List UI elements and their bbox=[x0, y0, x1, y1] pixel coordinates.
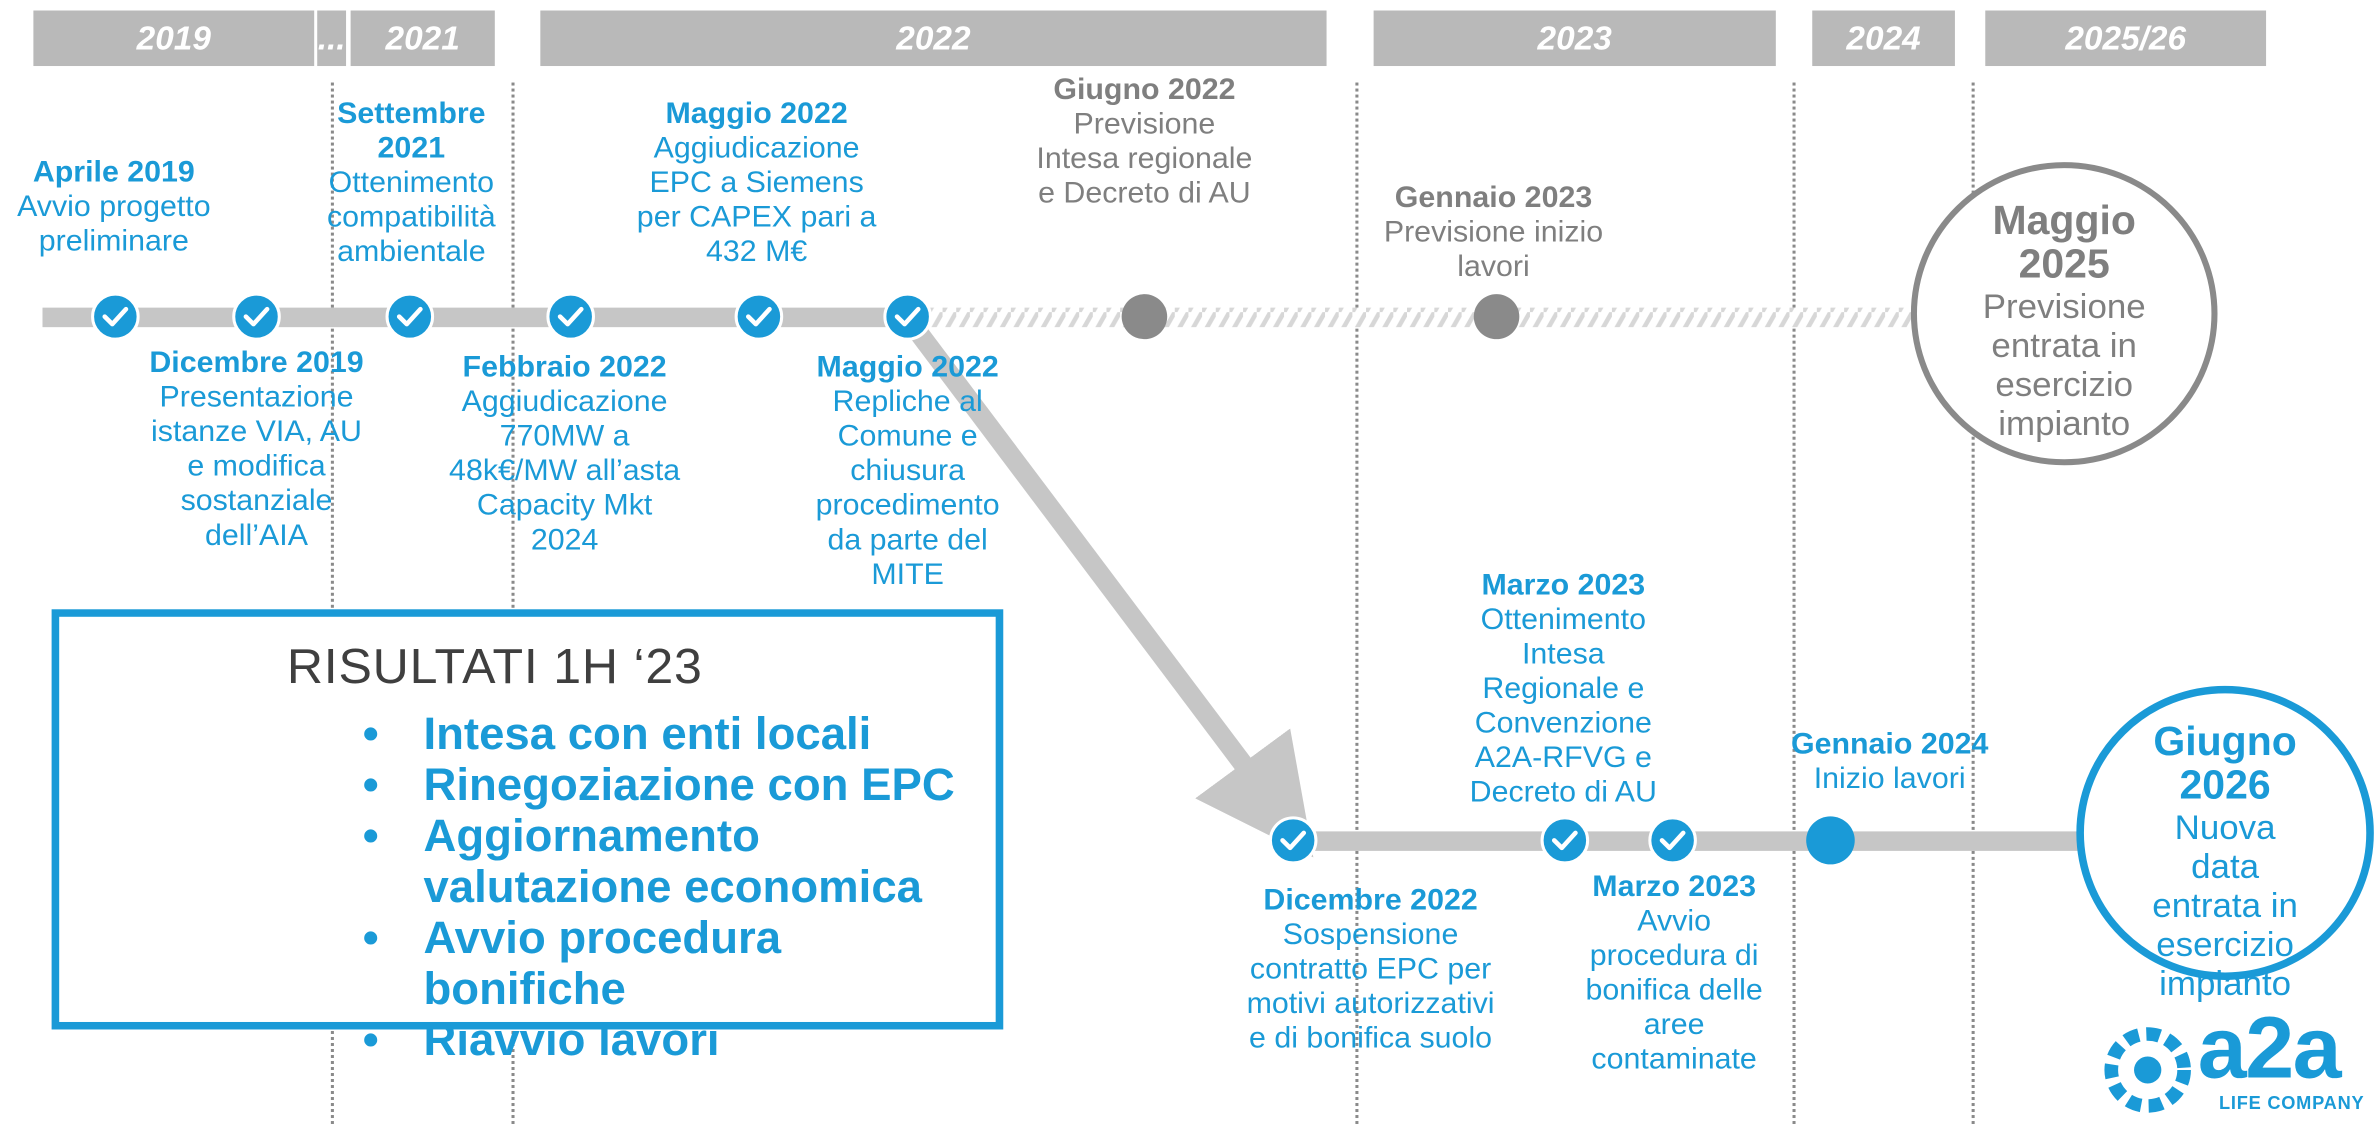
event-date: Marzo 2023 bbox=[1481, 568, 1646, 602]
year-separator bbox=[1792, 82, 1796, 1124]
event-date: Febbraio 2022 bbox=[462, 351, 667, 385]
event-description: Previsione inizio lavori bbox=[1383, 216, 1604, 284]
milestone-giugno-2026: Giugno 2026 Nuova data entrata in eserci… bbox=[2076, 685, 2374, 1002]
event-date: Gennaio 2023 bbox=[1394, 181, 1593, 215]
results-item: • Intesa con enti locali bbox=[363, 710, 996, 761]
results-item: • Avvio procedura bonifiche bbox=[363, 914, 996, 1016]
event-description: Ottenimento Intesa Regionale e Convenzio… bbox=[1469, 603, 1657, 809]
logo-wordmark: a2a bbox=[2197, 999, 2342, 1098]
event-aprile-2019: Aprile 2019 Avvio progetto preliminare bbox=[0, 156, 228, 260]
event-description: Aggiudicazione 770MW a 48k€/MW all’asta … bbox=[449, 385, 681, 557]
check-icon bbox=[546, 292, 595, 341]
event-maggio-2022-epc: Maggio 2022 Aggiudicazione EPC a Siemens… bbox=[631, 98, 881, 271]
event-date: Gennaio 2024 bbox=[1790, 727, 1989, 761]
results-item: • Riavvio lavori bbox=[363, 1016, 996, 1067]
check-icon bbox=[1648, 816, 1697, 865]
event-description: Inizio lavori bbox=[1813, 762, 1966, 796]
year-2019: 2019 bbox=[33, 10, 315, 67]
bullet-icon: • bbox=[362, 1015, 379, 1066]
year-ellipsis: ... bbox=[317, 10, 347, 67]
bullet-icon: • bbox=[362, 913, 379, 964]
event-giugno-2022: Giugno 2022 Previsione Intesa regionale … bbox=[1031, 74, 1259, 212]
year-separator bbox=[1971, 82, 1975, 1124]
check-icon bbox=[734, 292, 784, 341]
check-icon bbox=[883, 292, 932, 341]
event-date: Aprile 2019 bbox=[32, 156, 195, 190]
event-date: Settembre 2021 bbox=[337, 97, 486, 166]
event-description: Aggiudicazione EPC a Siemens per CAPEX p… bbox=[636, 132, 877, 269]
milestone-maggio-2025: Maggio 2025 Previsione entrata in eserci… bbox=[1910, 162, 2218, 466]
a2a-logo: a2a LIFE COMPANY bbox=[2104, 1002, 2370, 1116]
event-description: Presentazione istanze VIA, AU e modifica… bbox=[151, 381, 362, 553]
event-description: Avvio progetto preliminare bbox=[17, 190, 211, 259]
event-date: Dicembre 2022 bbox=[1263, 883, 1478, 917]
results-item: • Aggiornamento valutazione economica bbox=[363, 812, 970, 914]
results-item-text: Riavvio lavori bbox=[423, 1015, 720, 1066]
logo-tagline: LIFE COMPANY bbox=[2219, 1092, 2365, 1114]
results-item-text: Avvio procedura bonifiche bbox=[423, 913, 782, 1015]
milestone-date: Maggio 2025 bbox=[1992, 198, 2136, 287]
year-2023: 2023 bbox=[1373, 10, 1776, 67]
event-dicembre-2019: Dicembre 2019 Presentazione istanze VIA,… bbox=[149, 347, 365, 554]
event-description: Ottenimento compatibilità ambientale bbox=[326, 166, 496, 269]
event-date: Dicembre 2019 bbox=[149, 346, 364, 380]
year-separator bbox=[1355, 82, 1359, 1124]
bullet-icon: • bbox=[362, 760, 379, 811]
planned-milestone-dot bbox=[1121, 294, 1168, 340]
event-maggio-2022-mite: Maggio 2022 Repliche al Comune e chiusur… bbox=[800, 351, 1016, 593]
a2a-emblem-icon bbox=[2104, 1027, 2191, 1113]
results-item: • Rinegoziazione con EPC bbox=[363, 761, 996, 812]
event-date: Maggio 2022 bbox=[665, 97, 848, 131]
event-settembre-2021: Settembre 2021 Ottenimento compatibilità… bbox=[313, 98, 510, 271]
check-icon bbox=[1268, 816, 1318, 865]
results-box: RISULTATI 1H ‘23 • Intesa con enti locali… bbox=[51, 609, 1004, 1065]
year-2021: 2021 bbox=[350, 10, 495, 67]
check-icon bbox=[385, 292, 435, 341]
event-febbraio-2022: Febbraio 2022 Aggiudicazione 770MW a 48k… bbox=[445, 351, 685, 558]
event-gennaio-2023: Gennaio 2023 Previsione inizio lavori bbox=[1375, 182, 1612, 286]
check-icon bbox=[91, 292, 140, 341]
event-marzo-2023-intesa: Marzo 2023 Ottenimento Intesa Regionale … bbox=[1449, 569, 1677, 811]
event-description: Sospensione contratto EPC per motivi aut… bbox=[1246, 918, 1495, 1055]
milestone-description: Previsione entrata in esercizio impianto bbox=[1982, 286, 2146, 443]
event-date: Giugno 2022 bbox=[1053, 73, 1236, 107]
results-list: • Intesa con enti locali • Rinegoziazione … bbox=[363, 710, 996, 1067]
planned-milestone-dot bbox=[1473, 294, 1520, 340]
event-date: Maggio 2022 bbox=[816, 351, 999, 385]
event-marzo-2023-bonifica: Marzo 2023 Avvio procedura di bonifica d… bbox=[1566, 870, 1782, 1077]
milestone-description: Nuova data entrata in esercizio impianto bbox=[2152, 807, 2298, 1003]
year-2022: 2022 bbox=[540, 10, 1327, 67]
replan-arrow bbox=[899, 312, 1314, 858]
results-title: RISULTATI 1H ‘23 bbox=[286, 637, 703, 694]
check-icon bbox=[1540, 816, 1590, 865]
results-item-text: Aggiornamento valutazione economica bbox=[423, 811, 922, 913]
year-separator bbox=[330, 82, 334, 1124]
year-2025-26: 2025/26 bbox=[1985, 10, 2267, 67]
results-item-text: Rinegoziazione con EPC bbox=[423, 760, 955, 811]
milestone-date: Giugno 2026 bbox=[2153, 718, 2297, 808]
results-item-text: Intesa con enti locali bbox=[423, 709, 872, 760]
event-description: Repliche al Comune e chiusura procedimen… bbox=[815, 385, 1000, 592]
event-gennaio-2024: Gennaio 2024 Inizio lavori bbox=[1776, 728, 2004, 797]
year-separator bbox=[511, 82, 515, 1124]
bullet-icon: • bbox=[362, 709, 379, 760]
event-dicembre-2022: Dicembre 2022 Sospensione contratto EPC … bbox=[1242, 884, 1500, 1057]
event-description: Previsione Intesa regionale e Decreto di… bbox=[1036, 108, 1253, 211]
bullet-icon: • bbox=[362, 811, 379, 862]
check-icon bbox=[232, 292, 281, 341]
year-2024: 2024 bbox=[1812, 10, 1955, 67]
event-description: Avvio procedura di bonifica delle aree c… bbox=[1585, 904, 1763, 1077]
forecast-timeline-track bbox=[910, 307, 1921, 328]
event-date: Marzo 2023 bbox=[1592, 870, 1756, 904]
start-works-dot bbox=[1806, 816, 1855, 865]
